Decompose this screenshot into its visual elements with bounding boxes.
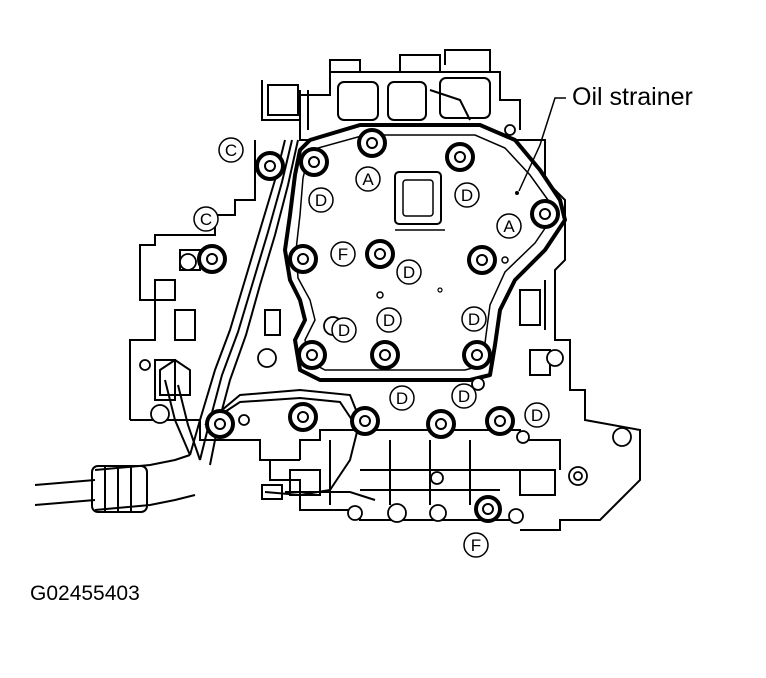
- svg-text:D: D: [461, 186, 473, 205]
- minor-fasteners: [139, 124, 632, 524]
- svg-text:D: D: [468, 310, 480, 329]
- bolt: [205, 409, 235, 439]
- callout-f-center: F: [330, 241, 356, 267]
- oil-strainer-label-group: Oil strainer: [518, 83, 693, 192]
- bolt: [530, 199, 560, 229]
- svg-text:D: D: [338, 321, 350, 340]
- callout-d: D: [308, 187, 334, 213]
- bolt: [485, 406, 515, 436]
- bolt: [297, 340, 327, 370]
- bolt: [365, 239, 395, 269]
- callout-d: D: [376, 307, 402, 333]
- figure-id: G02455403: [30, 582, 140, 605]
- bolt: [299, 147, 329, 177]
- callout-f-bottom: F: [463, 532, 489, 558]
- bolt: [370, 340, 400, 370]
- callout-d: D: [331, 317, 357, 343]
- callout-d: D: [451, 383, 477, 409]
- oil-strainer-label: Oil strainer: [572, 83, 693, 111]
- bolt: [255, 151, 285, 181]
- bolt: [474, 495, 502, 523]
- strainer-bolts: [288, 128, 560, 370]
- svg-text:D: D: [531, 406, 543, 425]
- svg-text:C: C: [200, 210, 212, 229]
- svg-text:D: D: [403, 263, 415, 282]
- svg-text:C: C: [225, 141, 237, 160]
- svg-text:A: A: [362, 170, 374, 189]
- svg-text:D: D: [315, 191, 327, 210]
- callout-d: D: [461, 306, 487, 332]
- svg-text:D: D: [458, 387, 470, 406]
- bolt: [288, 244, 318, 274]
- svg-text:D: D: [383, 311, 395, 330]
- bolt: [445, 142, 475, 172]
- bolt: [462, 340, 492, 370]
- callout-c-top: C: [218, 137, 244, 163]
- callout-d: D: [389, 385, 415, 411]
- bolt: [288, 402, 318, 432]
- callout-c-left: C: [193, 206, 219, 232]
- leader-line: [518, 97, 566, 192]
- bolt: [197, 244, 227, 274]
- svg-text:D: D: [396, 389, 408, 408]
- callout-d: D: [396, 259, 422, 285]
- bolt: [357, 128, 387, 158]
- svg-text:A: A: [503, 217, 515, 236]
- bolt: [467, 245, 497, 275]
- bolt: [350, 406, 380, 436]
- oil-strainer-plate: [283, 123, 567, 382]
- body-bolts: [197, 151, 515, 523]
- callout-d: D: [524, 402, 550, 428]
- bolt: [426, 409, 456, 439]
- callout-d: D: [454, 182, 480, 208]
- callout-a-top: A: [355, 166, 381, 192]
- callouts: C C A A D D F D: [193, 137, 550, 558]
- svg-text:F: F: [471, 536, 481, 555]
- callout-a-right: A: [496, 213, 522, 239]
- svg-text:F: F: [338, 245, 348, 264]
